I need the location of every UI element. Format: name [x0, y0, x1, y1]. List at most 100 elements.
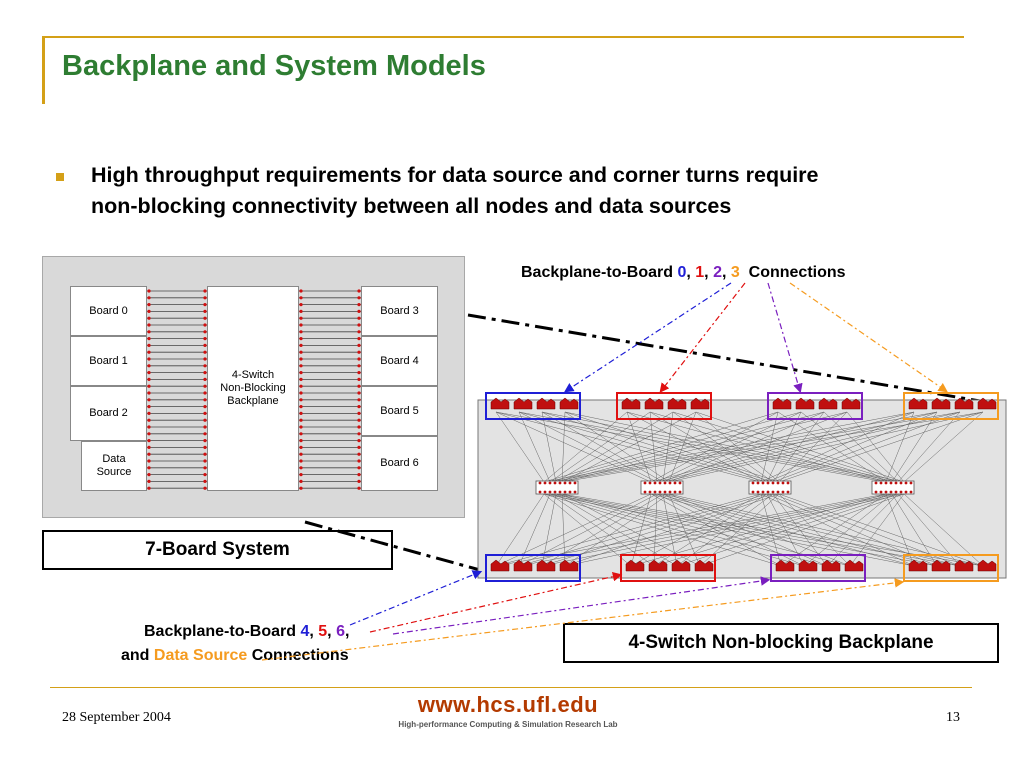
- bus-connector: [299, 289, 303, 293]
- bus-connector: [147, 391, 151, 395]
- switch-pin: [889, 481, 893, 485]
- port-group-board-3: [903, 392, 999, 420]
- mesh-wire: [672, 411, 774, 483]
- mesh-wire: [541, 411, 664, 483]
- switch-pin: [553, 481, 557, 485]
- switch-pin: [673, 481, 677, 485]
- bus-connector: [357, 371, 361, 375]
- switch-pin: [653, 490, 657, 494]
- arrow-board-2: [767, 282, 803, 394]
- bus-connector: [357, 452, 361, 456]
- bus-connector: [147, 289, 151, 293]
- mesh-wire: [564, 411, 670, 483]
- mesh-wire: [543, 493, 632, 567]
- backplane-switches: [535, 480, 915, 495]
- bus-connector: [203, 486, 207, 490]
- port-group-board-4: [485, 554, 581, 582]
- bus-connector: [299, 411, 303, 415]
- switch-pin: [786, 481, 790, 485]
- switch-pin: [786, 490, 790, 494]
- mesh-wire: [518, 411, 768, 483]
- switch-pin: [884, 481, 888, 485]
- mesh-wire: [543, 411, 915, 483]
- port-connector: [671, 559, 691, 572]
- arrow-board-1: [659, 282, 746, 393]
- switch-pin: [904, 481, 908, 485]
- bus-connector: [147, 452, 151, 456]
- bus-connector: [147, 330, 151, 334]
- mesh-wire: [626, 411, 652, 483]
- port-connector: [513, 397, 533, 410]
- bus-connector: [299, 330, 303, 334]
- switch-pin: [668, 490, 672, 494]
- mesh-wire: [626, 411, 762, 483]
- switch-pin: [874, 490, 878, 494]
- bus-connector: [147, 357, 151, 361]
- bus-connector: [203, 466, 207, 470]
- arrow-board-6: [392, 576, 771, 635]
- board-3: Board 3: [361, 286, 438, 336]
- title-side-rule: [42, 36, 45, 104]
- bus-connector: [299, 479, 303, 483]
- bus-connector: [203, 364, 207, 368]
- switch-pin: [909, 490, 913, 494]
- mesh-wire: [772, 411, 961, 483]
- bus-connector: [203, 330, 207, 334]
- switch-pin: [553, 490, 557, 494]
- switch-pin: [678, 490, 682, 494]
- switch-pin: [909, 481, 913, 485]
- bus-connector: [357, 330, 361, 334]
- port-connector: [931, 397, 951, 410]
- switch-pin: [538, 490, 542, 494]
- bus-connector: [147, 411, 151, 415]
- switch-pin: [766, 490, 770, 494]
- mesh-wire: [564, 411, 905, 483]
- bus-connector: [147, 473, 151, 477]
- bus-connector: [203, 459, 207, 463]
- switch-pin: [766, 481, 770, 485]
- switch-pin: [648, 481, 652, 485]
- mesh-wire: [541, 411, 557, 483]
- bus-connector: [203, 343, 207, 347]
- port-connector: [908, 397, 928, 410]
- bus-connector: [203, 316, 207, 320]
- switch-pin: [879, 481, 883, 485]
- bus-connector: [299, 303, 303, 307]
- switch-pin: [643, 481, 647, 485]
- backplane-switch-0: [535, 480, 579, 495]
- zoom-line-bottom: [304, 520, 481, 572]
- bus-connector: [357, 309, 361, 313]
- bus-connector: [203, 411, 207, 415]
- bus-connector: [203, 357, 207, 361]
- board-6: Board 6: [361, 436, 438, 491]
- switch-pin: [573, 490, 577, 494]
- port-connector: [490, 559, 510, 572]
- mesh-wire: [772, 411, 825, 483]
- bullet-text: High throughput requirements for data so…: [91, 160, 991, 222]
- board-5: Board 5: [361, 386, 438, 436]
- bus-connector: [299, 432, 303, 436]
- mesh-wire: [650, 411, 915, 483]
- mesh-wire: [650, 411, 779, 483]
- bus-connector: [357, 377, 361, 381]
- mesh-wire: [543, 493, 782, 567]
- bus-connector: [203, 473, 207, 477]
- switch-pin: [668, 481, 672, 485]
- mesh-wire: [778, 411, 984, 483]
- board-4: Board 4: [361, 336, 438, 386]
- port-connector: [490, 397, 510, 410]
- mesh-wire: [549, 411, 651, 483]
- mesh-wire: [672, 411, 899, 483]
- switch-pin: [568, 481, 572, 485]
- bus-connector: [357, 350, 361, 354]
- bus-connector: [147, 398, 151, 402]
- port-connector: [648, 559, 668, 572]
- switch-pin: [761, 481, 765, 485]
- mesh-wire: [564, 411, 780, 483]
- mesh-wire: [555, 411, 825, 483]
- bus-connector: [147, 418, 151, 422]
- mesh-wire: [800, 411, 893, 483]
- page-number: 13: [946, 710, 960, 725]
